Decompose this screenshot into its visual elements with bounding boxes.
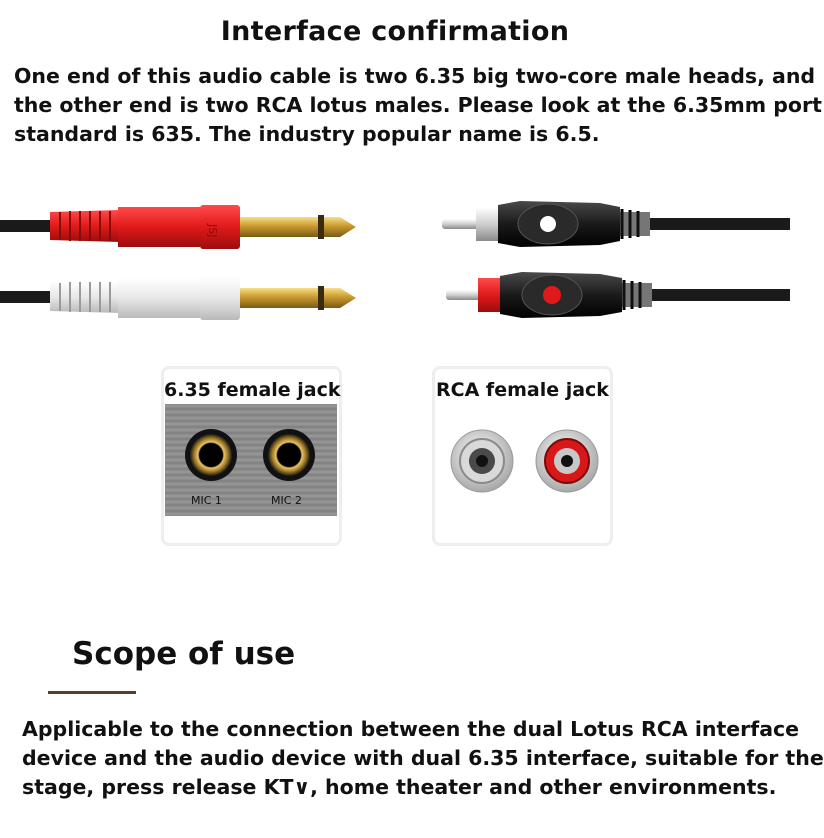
plug-635-red: JSJ xyxy=(0,205,356,249)
scope-paragraph: Applicable to the connection between the… xyxy=(22,715,824,802)
brand-mark: JSJ xyxy=(206,223,219,237)
page-title: Interface confirmation xyxy=(220,16,570,47)
jack-rca-card: RCA female jack xyxy=(432,366,613,546)
cable-illustration: JSJ xyxy=(0,201,790,320)
jack-635-photo: MIC 1 MIC 2 xyxy=(165,404,337,516)
scope-line: stage, press release KT∨, home theater a… xyxy=(22,775,777,799)
intro-line: the other end is two RCA lotus males. Pl… xyxy=(14,93,822,117)
intro-line: standard is 635. The industry popular na… xyxy=(14,122,600,146)
mic2-label: MIC 2 xyxy=(271,494,302,507)
jack-635-card: 6.35 female jack MIC 1 MIC 2 xyxy=(161,366,342,546)
jack-635-label: 6.35 female jack xyxy=(164,379,341,401)
rca-red-dot xyxy=(543,286,561,304)
scope-line: device and the audio device with dual 6.… xyxy=(22,746,824,770)
jack-rca-photo xyxy=(450,429,599,493)
scope-line: Applicable to the connection between the… xyxy=(22,717,800,741)
rca-white-dot xyxy=(540,216,556,232)
intro-line: One end of this audio cable is two 6.35 … xyxy=(14,64,816,88)
scope-title: Scope of use xyxy=(72,636,296,672)
intro-paragraph: One end of this audio cable is two 6.35 … xyxy=(14,62,822,149)
plug-rca-white xyxy=(442,201,790,247)
mic1-label: MIC 1 xyxy=(191,494,222,507)
scope-divider xyxy=(48,691,136,694)
jack-rca-label: RCA female jack xyxy=(436,379,609,401)
plug-635-white xyxy=(0,276,356,320)
plug-rca-red xyxy=(446,272,790,318)
